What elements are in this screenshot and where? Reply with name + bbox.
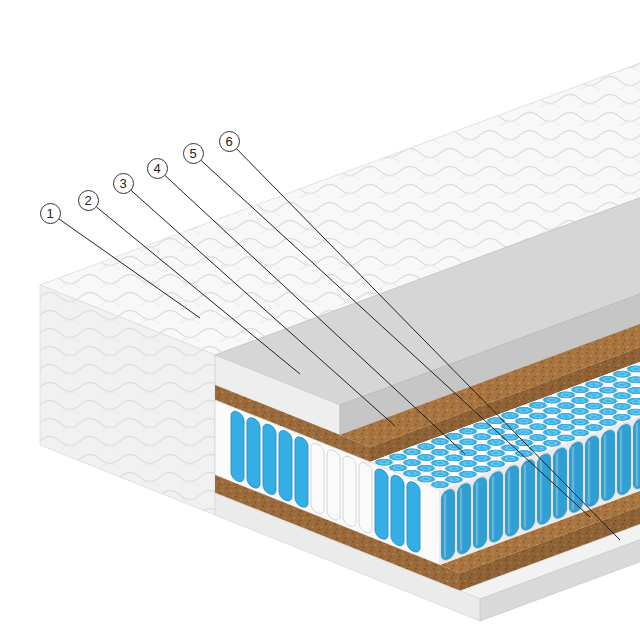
leader-line bbox=[165, 176, 465, 455]
callout-number: 4 bbox=[147, 158, 168, 179]
spring bbox=[359, 461, 372, 535]
leader-line bbox=[97, 207, 301, 374]
base-layer bbox=[215, 332, 640, 621]
callout-number: 2 bbox=[78, 190, 99, 211]
spring bbox=[311, 441, 324, 515]
spring bbox=[247, 416, 260, 490]
callout-number: 1 bbox=[40, 203, 61, 224]
callout-number: 3 bbox=[113, 173, 134, 194]
base-end bbox=[215, 493, 480, 621]
cover-end bbox=[40, 285, 215, 515]
spring bbox=[295, 435, 308, 509]
base-side bbox=[480, 340, 640, 621]
leader-lines bbox=[59, 149, 620, 540]
spring bbox=[343, 454, 356, 528]
cork-end bbox=[215, 475, 460, 591]
spring bbox=[279, 429, 292, 503]
spring bbox=[231, 409, 244, 483]
leader-line bbox=[201, 160, 590, 517]
leader-line bbox=[131, 190, 395, 426]
callout-number: 5 bbox=[183, 143, 204, 164]
spring bbox=[263, 422, 276, 496]
leader-line bbox=[237, 149, 620, 540]
cover-end-quilting bbox=[40, 285, 215, 515]
spring bbox=[391, 473, 404, 547]
cork-end-shade bbox=[215, 475, 460, 591]
spring bbox=[327, 448, 340, 522]
spring bbox=[407, 480, 420, 554]
callout-number: 6 bbox=[219, 131, 240, 152]
spring bbox=[375, 467, 388, 541]
